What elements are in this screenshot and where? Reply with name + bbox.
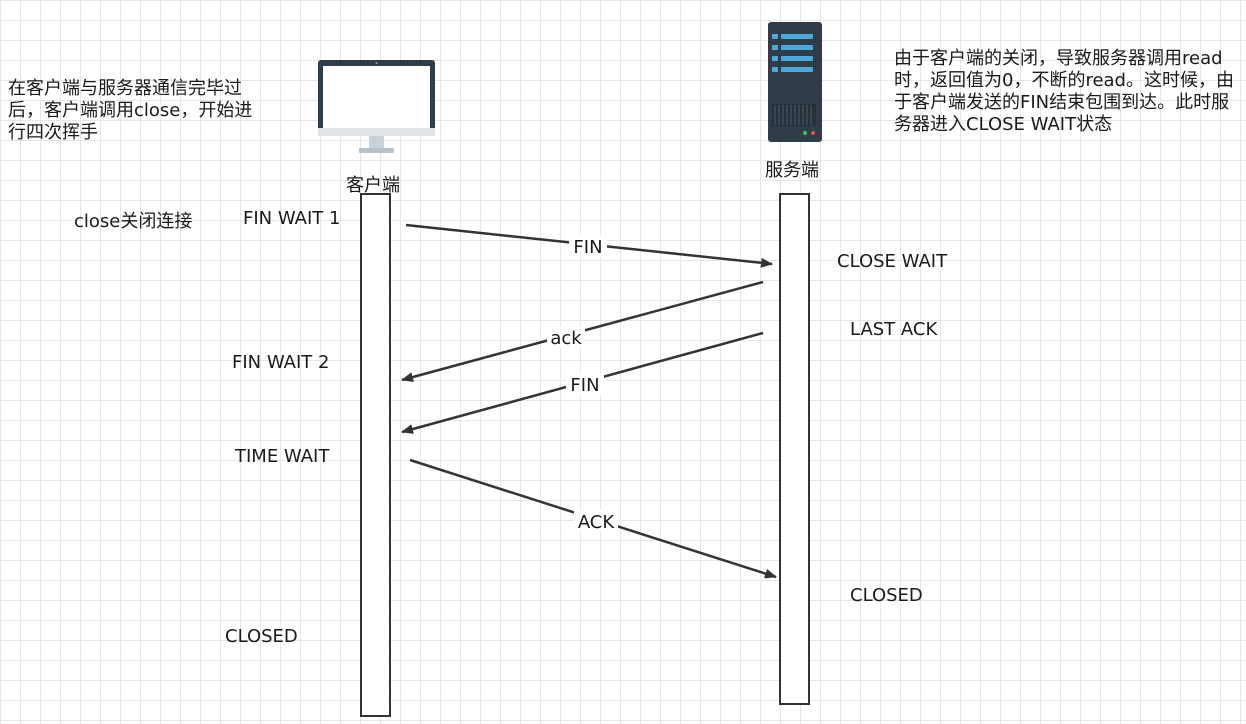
client-state-fin-wait-2: FIN WAIT 2 [232,352,330,373]
message-label-ack: ack [550,328,582,349]
client-state-time-wait: TIME WAIT [235,446,330,467]
server-name: 服务端 [765,160,819,181]
message-label-fin-1: FIN [573,237,602,258]
server-state-close-wait: CLOSE WAIT [837,251,948,272]
client-lifeline [360,193,391,717]
client-note: 在客户端与服务器通信完毕过后，客户端调用close，开始进行四次挥手 [8,78,253,143]
client-state-closed: CLOSED [225,626,298,647]
server-note: 由于客户端的关闭，导致服务器调用read时，返回值为0，不断的read。这时候，… [894,48,1234,135]
server-tower-icon [768,22,822,142]
server-lifeline [779,193,810,705]
monitor-icon [318,60,435,153]
message-label-ack-final: ACK [578,512,616,533]
server-state-last-ack: LAST ACK [850,319,938,340]
client-state-fin-wait-1: FIN WAIT 1 [243,208,341,229]
message-label-fin-2: FIN [570,375,599,396]
server-state-closed: CLOSED [850,585,923,606]
close-action-label: close关闭连接 [74,211,193,232]
client-name: 客户端 [346,175,400,196]
